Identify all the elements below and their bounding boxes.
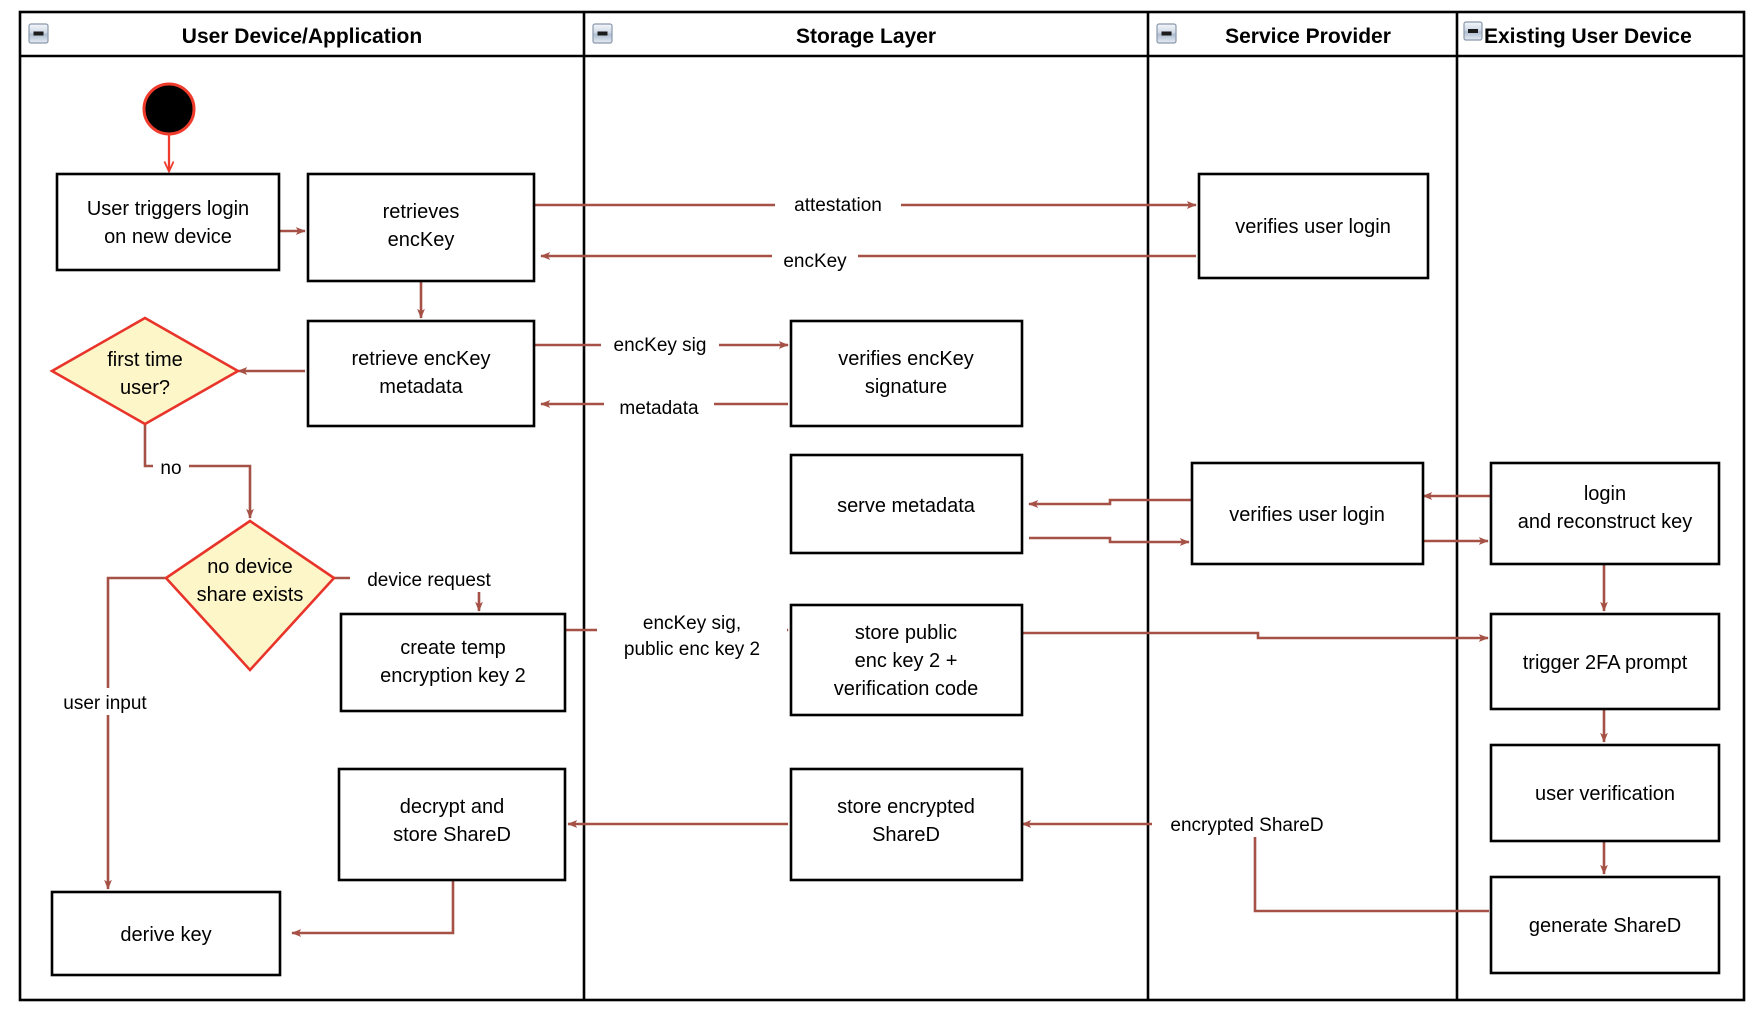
activity-store-encrypted-shared[interactable]: store encrypted ShareD [789, 767, 1024, 882]
activity-verifies-user-login-2[interactable]: verifies user login [1190, 461, 1425, 566]
activity-label-line: decrypt and [400, 796, 505, 818]
activity-label-line: ShareD [872, 824, 940, 846]
flow-sp-to-serve-metadata [1028, 498, 1196, 508]
activity-user-triggers-login[interactable]: User triggers login on new device [55, 172, 281, 272]
activity-label-line: trigger 2FA prompt [1523, 652, 1688, 674]
edge-label-text: encrypted ShareD [1170, 815, 1323, 836]
activity-label-line: enc key 2 + [855, 650, 958, 672]
lane-title-user-device: User Device/Application [182, 25, 422, 48]
activity-label-line: retrieves [383, 201, 460, 223]
activity-trigger-2fa-prompt[interactable]: trigger 2FA prompt [1489, 612, 1721, 711]
flow-serve-metadata-to-sp [1029, 536, 1190, 546]
lane-title-existing-device: Existing User Device [1484, 25, 1692, 48]
activity-label-line: encKey [388, 229, 455, 251]
activity-label-line: verifies user login [1235, 216, 1391, 238]
activity-label-line: create temp [400, 637, 506, 659]
flow-decrypt-to-derive [291, 880, 455, 937]
minus-box-icon[interactable] [28, 23, 49, 44]
decision-label-line: first time [107, 349, 183, 371]
edge-label-metadata: metadata [604, 393, 714, 420]
lane-header-user-device[interactable]: User Device/Application [28, 23, 422, 48]
decision-label-line: share exists [197, 584, 304, 606]
edge-label-device-request: device request [350, 565, 509, 592]
activity-label-line: verifies user login [1229, 504, 1385, 526]
edge-label-enckey: encKey [772, 245, 858, 272]
activity-label-line: store ShareD [393, 824, 511, 846]
edge-label-text: attestation [794, 195, 882, 216]
activity-user-verification[interactable]: user verification [1489, 743, 1721, 843]
edge-label-enckey-sig: encKey sig [601, 330, 719, 357]
lane-title-storage-layer: Storage Layer [796, 25, 936, 48]
activity-retrieves-enckey[interactable]: retrieves encKey [306, 172, 536, 283]
activity-label-line: store public [855, 622, 957, 644]
diagram-frame [18, 10, 1746, 1002]
decision-label-line: user? [120, 377, 170, 399]
minus-box-icon[interactable] [1156, 23, 1177, 44]
edge-label-text: public enc key 2 [624, 639, 760, 660]
lane-header-storage-layer[interactable]: Storage Layer [592, 23, 936, 48]
edge-label-text: metadata [619, 398, 699, 419]
minus-box-icon[interactable] [592, 23, 613, 44]
activity-label-line: signature [865, 376, 947, 398]
edge-label-text: encKey [783, 251, 847, 272]
activity-serve-metadata[interactable]: serve metadata [789, 453, 1024, 555]
initial-node[interactable] [142, 82, 196, 136]
lane-header-service-provider[interactable]: Service Provider [1156, 23, 1391, 48]
edge-label-text: user input [63, 693, 147, 714]
lane-title-service-provider: Service Provider [1225, 25, 1391, 48]
activity-label-line: on new device [104, 226, 232, 248]
activity-verifies-enckey-signature[interactable]: verifies encKey signature [789, 319, 1024, 428]
edge-label-encrypted-shared: encrypted ShareD [1152, 810, 1342, 837]
activity-label-line: serve metadata [837, 495, 976, 517]
activity-store-public-enc-key-2[interactable]: store public enc key 2 + verification co… [789, 603, 1024, 717]
activity-label-line: encryption key 2 [380, 665, 526, 687]
edge-label-attestation: attestation [775, 190, 901, 217]
edge-label-enckey-sig-pubkey2: encKey sig, public enc key 2 [597, 607, 787, 663]
activity-decrypt-store-shared[interactable]: decrypt and store ShareD [337, 767, 567, 882]
activity-label-line: verification code [834, 678, 979, 700]
activity-label-line: generate ShareD [1529, 915, 1681, 937]
activity-login-reconstruct-key[interactable]: login and reconstruct key [1489, 461, 1721, 566]
flow-no [143, 421, 254, 519]
activity-label-line: and reconstruct key [1518, 511, 1693, 533]
decision-label-line: no device [207, 556, 293, 578]
activity-label-line: User triggers login [87, 198, 249, 220]
activity-label-line: metadata [379, 376, 463, 398]
edge-label-text: device request [367, 570, 491, 591]
activity-label-line: store encrypted [837, 796, 975, 818]
activity-label-line: user verification [1535, 783, 1675, 805]
activity-label-line: verifies encKey [838, 348, 974, 370]
edge-label-user-input: user input [48, 688, 162, 715]
lane-header-existing-device[interactable]: Existing User Device [1463, 21, 1692, 48]
flow-user-input [104, 576, 166, 890]
activity-retrieve-enckey-metadata[interactable]: retrieve encKey metadata [306, 319, 536, 428]
activity-verifies-user-login-1[interactable]: verifies user login [1197, 172, 1430, 280]
activity-create-temp-key[interactable]: create temp encryption key 2 [339, 612, 567, 713]
decision-no-device-share-exists[interactable]: no device share exists [164, 519, 336, 672]
edge-label-no: no [153, 453, 189, 480]
flow-encrypted-shared [1021, 820, 1489, 913]
minus-box-icon[interactable] [1463, 21, 1483, 41]
activity-generate-shared[interactable]: generate ShareD [1489, 875, 1721, 975]
activity-label-line: derive key [120, 924, 211, 946]
edge-label-text: encKey sig [614, 335, 707, 356]
edge-label-text: encKey sig, [643, 613, 741, 634]
edge-label-text: no [160, 458, 181, 479]
flow-storepub-to-2fa [1019, 631, 1489, 642]
activity-label-line: login [1584, 483, 1626, 505]
decision-first-time-user[interactable]: first time user? [49, 316, 241, 426]
activity-label-line: retrieve encKey [352, 348, 491, 370]
activity-derive-key[interactable]: derive key [50, 890, 282, 977]
